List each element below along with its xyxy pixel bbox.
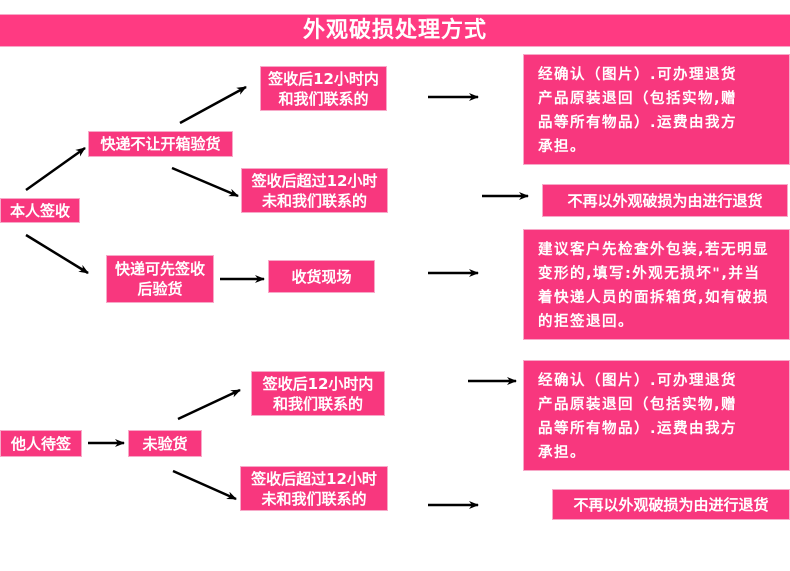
result-no-return: 不再以外观破损为由进行退货 xyxy=(542,184,788,217)
arrow-notinspected-to-over12 xyxy=(172,469,237,501)
node-label-line: 未和我们联系的 xyxy=(261,489,367,508)
arrow-noinspect-to-over12 xyxy=(171,166,239,198)
node-label: 本人签收 xyxy=(9,201,70,220)
node-within-12h: 签收后12小时内 和我们联系的 xyxy=(260,66,387,111)
node-label-line: 和我们联系的 xyxy=(278,89,369,108)
node-receiving-site: 收货现场 xyxy=(268,260,375,293)
node-label-line: 未和我们联系的 xyxy=(261,191,367,210)
arrow-notinspected-to-within12 xyxy=(177,388,241,421)
node-label-line: 快递可先签收 xyxy=(114,260,205,278)
node-label: 快递不让开箱验货 xyxy=(100,135,221,153)
node-over-12h-2: 签收后超过12小时 未和我们联系的 xyxy=(240,466,388,511)
node-within-12h-2: 签收后12小时内 和我们联系的 xyxy=(251,371,385,416)
node-not-inspected: 未验货 xyxy=(128,430,202,457)
result-line: 产品原装退回（包括实物,赠 xyxy=(538,397,738,413)
result-line: 经确认（图片）.可办理退货 xyxy=(538,67,738,83)
arrow-self-to-noinspect xyxy=(25,146,86,192)
node-no-inspection: 快递不让开箱验货 xyxy=(88,131,233,157)
result-line: 变形的,填写:外观无损坏",并当 xyxy=(538,266,761,282)
result-label: 不再以外观破损为由进行退货 xyxy=(567,191,763,210)
result-line: 品等所有物品）.运费由我方 xyxy=(538,115,738,131)
result-return-allowed-2: 经确认（图片）.可办理退货 产品原装退回（包括实物,赠 品等所有物品）.运费由我… xyxy=(523,360,790,471)
node-label: 他人待签 xyxy=(10,434,71,453)
node-label-line: 和我们联系的 xyxy=(272,394,363,413)
result-line: 承担。 xyxy=(538,445,586,461)
arrow-noinspect-to-within12 xyxy=(179,85,247,125)
result-line: 经确认（图片）.可办理退货 xyxy=(538,373,738,389)
node-label-line: 签收后超过12小时 xyxy=(251,469,377,488)
node-over-12h: 签收后超过12小时 未和我们联系的 xyxy=(241,168,388,213)
node-label-line: 签收后12小时内 xyxy=(268,69,379,88)
node-label: 未验货 xyxy=(142,434,188,453)
result-no-return-2: 不再以外观破损为由进行退货 xyxy=(552,489,790,520)
node-other-sign: 他人待签 xyxy=(0,430,82,457)
result-line: 建议客户先检查外包装,若无明显 xyxy=(538,242,770,258)
node-label: 收货现场 xyxy=(291,267,352,286)
result-line: 产品原装退回（包括实物,赠 xyxy=(538,91,738,107)
node-self-sign: 本人签收 xyxy=(0,198,80,223)
node-sign-then-inspect: 快递可先签收 后验货 xyxy=(106,255,214,303)
arrow-self-to-signfirst xyxy=(25,233,89,275)
node-label-line: 后验货 xyxy=(137,280,183,298)
node-label-line: 签收后12小时内 xyxy=(262,374,374,393)
node-label-line: 签收后超过12小时 xyxy=(251,171,378,190)
result-line: 承担。 xyxy=(538,139,586,155)
result-line: 的拒签退回。 xyxy=(538,314,634,330)
result-label: 不再以外观破损为由进行退货 xyxy=(573,495,769,514)
result-line: 品等所有物品）.运费由我方 xyxy=(538,421,738,437)
result-return-allowed: 经确认（图片）.可办理退货 产品原装退回（包括实物,赠 品等所有物品）.运费由我… xyxy=(523,54,790,165)
result-line: 着快递人员的面拆箱货,如有破损 xyxy=(538,290,770,306)
result-inspect-advice: 建议客户先检查外包装,若无明显 变形的,填写:外观无损坏",并当 着快递人员的面… xyxy=(523,229,790,340)
page-title: 外观破损处理方式 xyxy=(0,14,790,47)
